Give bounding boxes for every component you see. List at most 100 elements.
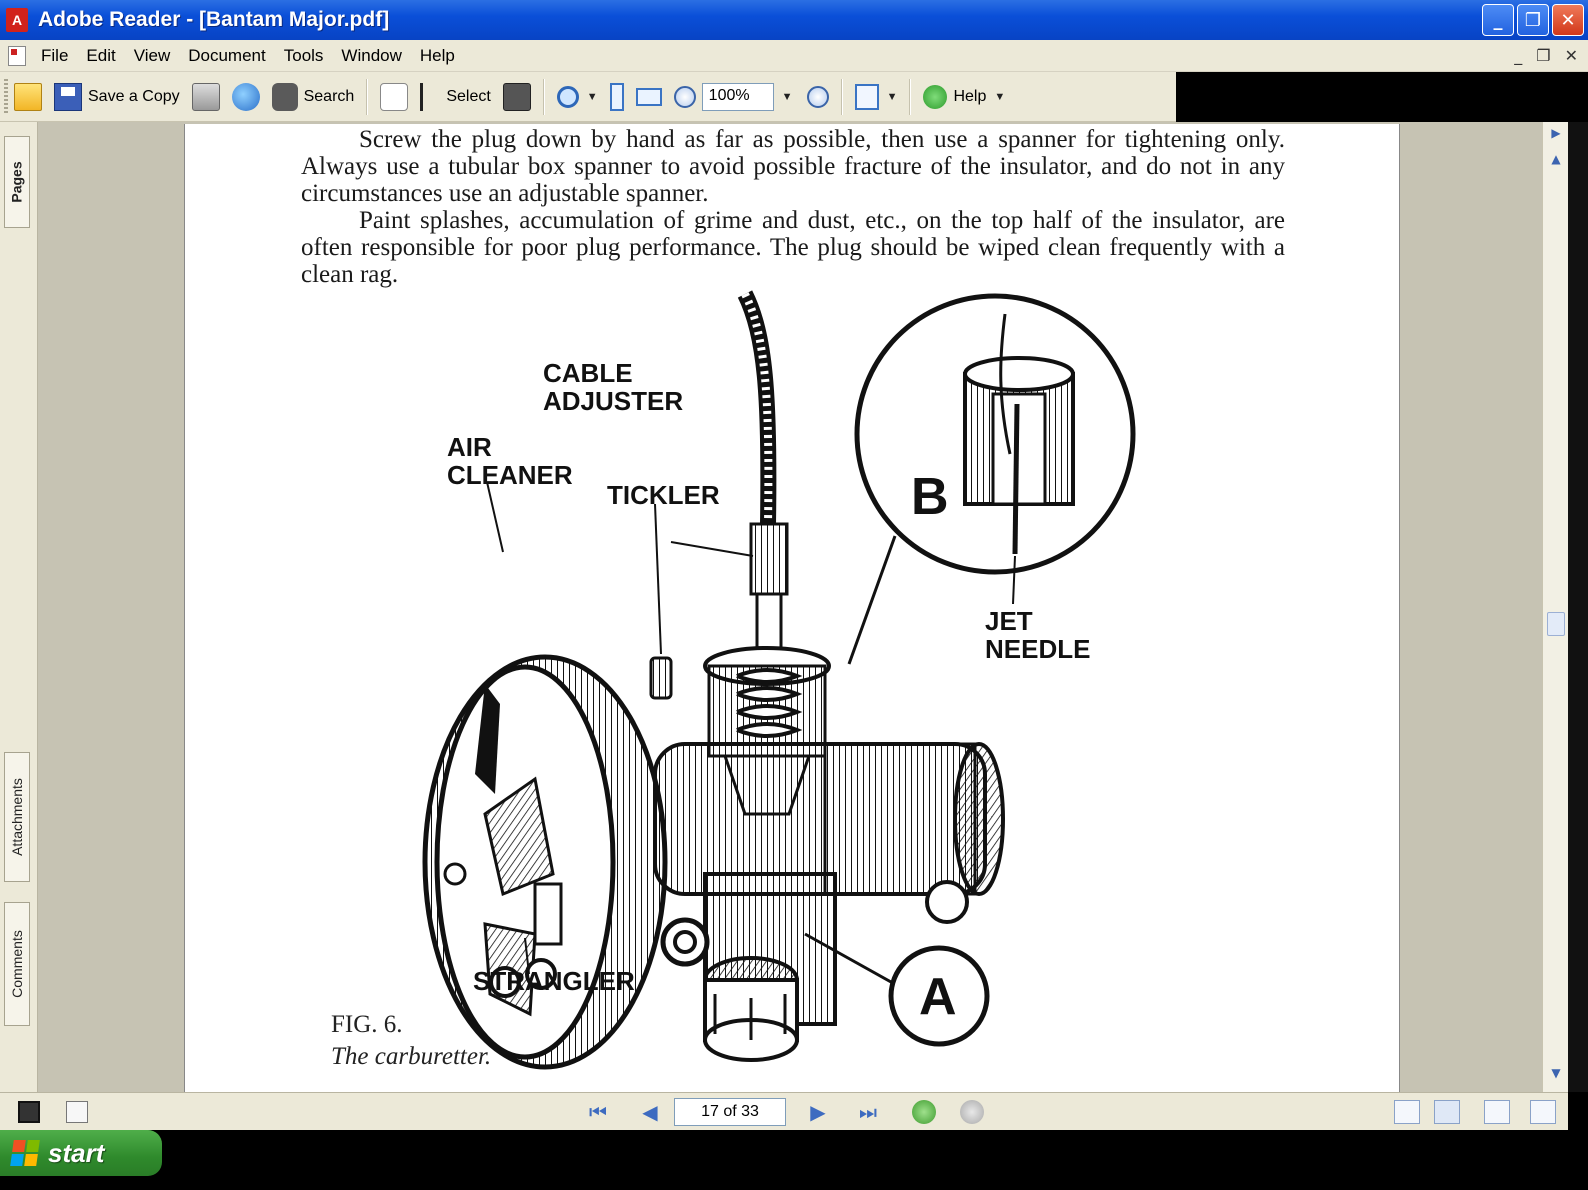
facing-layout-icon[interactable] [1484,1100,1510,1124]
menu-window[interactable]: Window [341,45,402,65]
hand-tool-button[interactable] [374,77,414,117]
toolbar-separator [366,78,369,115]
zoom-tool-button[interactable]: ▼ [551,77,604,117]
zoom-out-icon [673,85,696,108]
restore-button[interactable]: ❐ [1517,4,1549,36]
fit-page-icon [609,82,624,111]
tab-attachments[interactable]: Attachments [4,752,30,882]
help-label: Help [953,87,987,105]
label-air: AIR [447,432,492,462]
help-icon [923,84,948,109]
toolbar-grip[interactable] [4,78,8,115]
toolbar-separator [909,78,912,115]
doc-minimize-button[interactable]: _ [1514,46,1523,65]
menu-file[interactable]: File [41,45,69,65]
rotate-view-icon [854,83,879,110]
toolbar-separator [542,78,545,115]
paragraph-spanner: Screw the plug down by hand as far as po… [301,126,1285,207]
figure-caption: The carburetter. [331,1043,491,1070]
print-button[interactable] [186,77,226,117]
last-page-button[interactable]: ⏭ [859,1100,877,1124]
adobe-reader-icon: A [6,8,28,32]
fit-width-icon [635,87,662,106]
continuous-facing-layout-icon[interactable] [1530,1100,1556,1124]
previous-page-button[interactable]: ◀ [642,1100,658,1124]
doc-close-button[interactable]: ✕ [1564,46,1578,65]
dropdown-arrow-icon: ▼ [586,90,598,103]
label-strangler: STRANGLER [473,966,635,996]
title-bar: A Adobe Reader - [Bantam Major.pdf] _ ❐ … [0,0,1588,40]
zoom-in-button[interactable] [801,77,835,117]
zoom-level-input[interactable]: 100% [701,82,774,111]
help-button[interactable]: Help ▼ [917,77,1011,117]
save-copy-button[interactable]: Save a Copy [48,77,186,117]
printer-icon [191,82,220,111]
cable-adjuster-body [749,522,789,596]
air-cleaner [422,654,668,1070]
close-button[interactable]: ✕ [1552,4,1584,36]
scroll-thumb[interactable] [1547,612,1565,636]
zoom-dropdown-arrow-icon[interactable]: ▼ [781,90,793,103]
page-options-icon[interactable] [66,1101,88,1123]
select-tool-button[interactable]: Select [414,77,496,117]
label-cleaner: CLEANER [447,460,573,490]
scroll-up-arrow-icon[interactable]: ▲ [1551,152,1561,166]
dropdown-arrow-icon: ▼ [994,90,1006,103]
go-back-icon[interactable] [912,1100,936,1124]
email-button[interactable] [226,77,266,117]
window-edge [1568,122,1588,1092]
open-panel-icon[interactable] [18,1101,40,1123]
menu-tools[interactable]: Tools [283,45,324,65]
tab-attachments-label: Attachments [9,778,26,856]
continuous-layout-icon[interactable] [1434,1100,1460,1124]
document-window-controls: _ ❐ ✕ [1514,46,1578,65]
open-button[interactable] [8,77,48,117]
pdf-page[interactable]: Screw the plug down by hand as far as po… [184,124,1400,1092]
menu-help[interactable]: Help [419,45,455,65]
zoom-in-plus-icon [806,85,829,108]
menu-edit[interactable]: Edit [86,45,116,65]
single-page-layout-icon[interactable] [1394,1100,1420,1124]
search-label: Search [303,87,355,105]
zoom-in-icon [556,85,579,108]
minimize-button[interactable]: _ [1482,4,1514,36]
menu-document[interactable]: Document [188,45,266,65]
start-button[interactable]: start [0,1130,162,1176]
actual-size-button[interactable] [604,77,630,117]
text-select-icon [420,82,440,111]
page-navigation-bar: ⏮ ◀ 17 of 33 ▶ ⏭ [0,1092,1568,1130]
doc-restore-button[interactable]: ❐ [1536,46,1551,65]
camera-icon [502,82,531,111]
carburetter-illustration: CABLE ADJUSTER AIR CLEANER TICKLER JET N… [331,290,1136,1070]
tab-pages[interactable]: Pages [4,136,30,228]
vertical-scrollbar[interactable]: ▶ ▲ ▼ [1542,122,1568,1092]
label-tickler: TICKLER [607,480,720,510]
label-cable: CABLE [543,358,633,388]
zoom-out-button[interactable] [668,77,702,117]
page-number-field[interactable]: 17 of 33 [674,1098,786,1126]
scroll-right-arrow-icon[interactable]: ▶ [1551,126,1561,140]
snapshot-button[interactable] [497,77,537,117]
window-title: Adobe Reader - [Bantam Major.pdf] [38,8,390,31]
go-forward-icon[interactable] [960,1100,984,1124]
scroll-down-arrow-icon[interactable]: ▼ [1551,1066,1561,1080]
fit-width-button[interactable] [630,77,668,117]
document-icon[interactable] [8,45,26,66]
paragraph-insulator: Paint splashes, accumulation of grime an… [301,207,1285,288]
toolbar-empty-area [1176,72,1588,122]
window-controls: _ ❐ ✕ [1482,4,1584,36]
dropdown-arrow-icon: ▼ [886,90,898,103]
first-page-button[interactable]: ⏮ [589,1100,607,1124]
tab-comments[interactable]: Comments [4,902,30,1026]
search-button[interactable]: Search [266,77,361,117]
menu-view[interactable]: View [133,45,171,65]
label-adjuster: ADJUSTER [543,386,683,416]
tab-comments-label: Comments [9,930,25,998]
rotate-button[interactable]: ▼ [849,77,904,117]
folder-icon [14,82,42,111]
next-page-button[interactable]: ▶ [810,1100,826,1124]
taskbar: start [0,1130,1588,1190]
menu-bar: File Edit View Document Tools Window Hel… [0,40,1588,72]
save-copy-label: Save a Copy [88,87,180,105]
label-needle: NEEDLE [985,634,1090,664]
